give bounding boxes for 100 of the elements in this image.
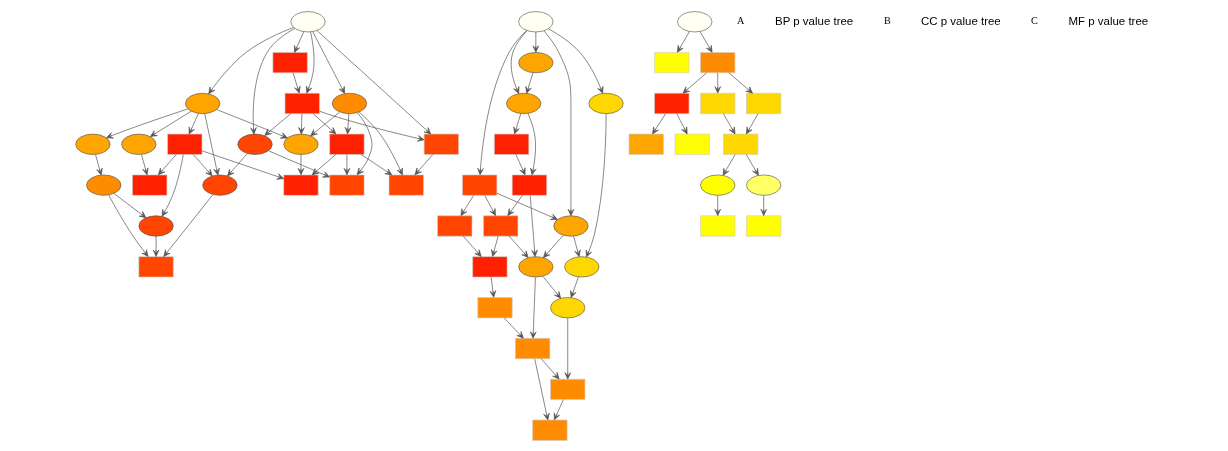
arrow [564,317,571,379]
arrow [515,153,525,175]
arrow [360,153,392,175]
node-box [166,133,202,155]
arrow [542,234,564,258]
arrow [267,149,330,177]
label: BP p value tree [774,14,853,27]
node-box [674,133,710,155]
arrow [162,193,213,257]
arrow [140,153,148,175]
node-ellipse [505,92,541,114]
arrow [675,112,687,134]
arrow [226,152,248,176]
arrow [508,235,528,258]
arrow [547,27,603,94]
arrow [496,192,558,220]
node-box [328,174,364,196]
node-box [131,174,167,196]
arrow [344,112,351,134]
arrow [542,275,561,299]
node-box [471,255,507,277]
arrow [297,112,305,134]
node-ellipse [552,214,588,237]
node-box [272,51,308,73]
arrow [714,194,721,216]
arrow [203,112,220,175]
node-ellipse [289,10,326,32]
arrow [543,30,574,216]
arrow [107,194,148,257]
node-ellipse [331,92,367,114]
arrow [94,153,103,175]
arrow [460,194,474,216]
node-ellipse [184,92,220,114]
arrow [651,112,666,134]
node-box [699,92,735,114]
arrow [149,110,192,137]
node-ellipse [699,174,735,196]
node-box [653,51,689,73]
label: B [883,14,891,26]
arrow [483,194,496,216]
arrow [113,192,146,218]
arrow [263,112,291,136]
node-box [328,133,364,155]
arrow [722,153,735,176]
arrow [292,72,300,93]
arrow [533,358,550,420]
arrow [490,235,498,257]
node-ellipse [74,133,110,155]
arrow [157,153,177,175]
arrow [462,235,482,257]
arrow [476,29,527,175]
node-ellipse [745,174,781,196]
arrow [293,30,304,53]
arrow [529,194,538,257]
arrow [192,153,213,176]
label: C [1030,14,1038,26]
node-ellipse [588,92,624,114]
label: A [736,14,744,26]
node-box [476,296,513,318]
arrow [585,112,606,257]
arrow [414,153,433,175]
arrow [699,30,712,53]
node-box [514,337,550,359]
node-ellipse [120,133,156,155]
arrow [489,276,496,298]
arrow [311,30,345,94]
label: CC p value tree [920,14,1001,27]
arrow [152,235,159,257]
arrow [297,153,304,175]
arrow [343,153,350,175]
arrow [728,72,753,94]
arrow [553,398,564,420]
arrow [512,112,521,134]
node-ellipse [85,174,121,196]
node-box [653,92,689,114]
node-box [549,378,585,400]
arrow [188,112,199,134]
arrow [532,31,539,53]
node-box [284,92,320,114]
arrow [527,112,536,175]
arrow [318,110,424,142]
arrow [510,29,527,94]
node-ellipse [282,133,318,155]
node-ellipse [517,10,553,32]
arrow [540,357,559,379]
node-box [388,174,424,196]
arrow [201,150,284,180]
arrow [745,112,758,134]
node-ellipse [138,214,174,237]
arrow [311,153,336,175]
arrow [506,194,523,216]
arrow [569,276,579,298]
node-box [699,51,735,73]
node-box [138,255,174,277]
arrow [161,153,184,217]
node-ellipse [517,255,553,277]
node-ellipse [563,255,599,277]
node-box [493,133,529,155]
arrow [682,72,707,94]
label: MF p value tree [1067,14,1148,27]
